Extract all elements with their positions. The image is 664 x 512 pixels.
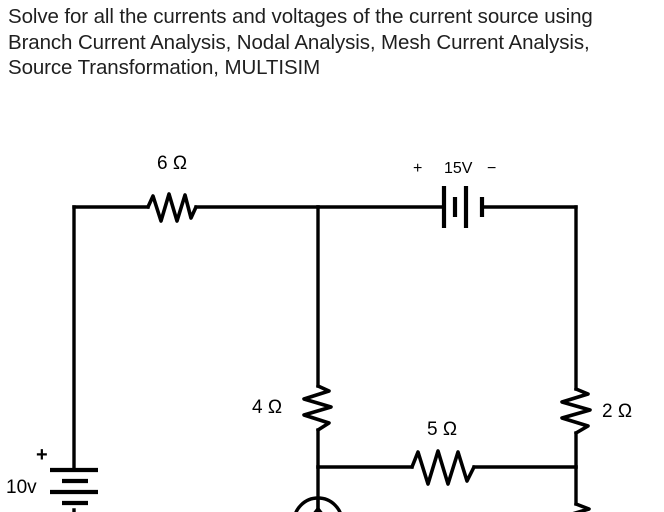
circuit-diagram: 6 Ω 4 Ω 5 Ω 2 Ω 3 Ω (0, 136, 664, 512)
resistor-2-ohm (560, 387, 592, 435)
resistor-5-ohm (410, 449, 476, 486)
voltage-source-10v-plus: + (36, 444, 48, 466)
resistor-4-ohm-label: 4 Ω (252, 397, 282, 418)
voltage-source-10v-minus: − (36, 504, 48, 512)
voltage-source-10v (50, 467, 98, 506)
resistor-3-ohm (572, 502, 591, 512)
resistor-6-ohm-label: 6 Ω (157, 153, 187, 174)
voltage-source-15v (441, 186, 485, 228)
voltage-source-15v-plus: + (413, 160, 422, 177)
resistor-5-ohm-label: 5 Ω (427, 419, 457, 440)
voltage-source-15v-minus: − (487, 160, 496, 177)
resistor-4-ohm (302, 384, 333, 432)
current-source-2a (294, 496, 342, 512)
resistor-2-ohm-label: 2 Ω (602, 401, 632, 422)
question-text: Solve for all the currents and voltages … (8, 5, 593, 79)
resistor-6-ohm (146, 192, 198, 223)
voltage-source-10v-label: 10v (6, 477, 37, 498)
voltage-source-15v-label: 15V (444, 160, 473, 177)
